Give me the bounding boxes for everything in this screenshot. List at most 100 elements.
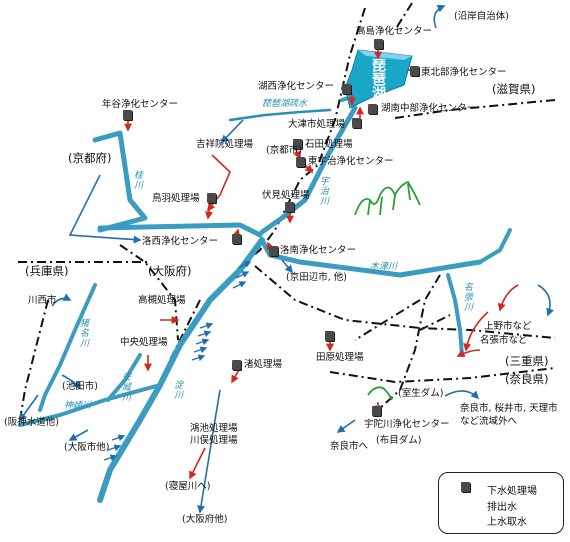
plant-kisshoin-label: 吉祥院処理場 [196,139,254,150]
legend-row-plant: 下水処理場 [447,481,557,497]
place-nara-list-1-label: 奈良市, 桜井市, 天理市 [460,403,558,414]
intake-kyoto-canal [220,119,244,144]
plant-kosei-label: 湖西浄化センター [258,81,335,92]
plant-kawamata-label: 川俣処理場 [190,435,238,446]
plant-toba-icon [207,193,216,203]
discharge-nagisa [231,367,241,384]
katsura-river [92,130,148,233]
river-katsura-label: 桂川 [132,170,142,190]
intake-kyotanabe [281,259,294,274]
plant-uda-icon [372,406,381,416]
place-osaka-city-label: (大阪市他) [64,442,110,453]
plant-rakusai-label: 洛西浄化センター [142,236,219,247]
yodo-intake-ticks [103,261,252,462]
intake-nara-city [336,419,356,433]
plant-otsu-icon [352,118,361,128]
place-hanshin-label: (阪神水道他) [4,417,59,428]
place-osaka-pref-label: (大阪府他) [182,514,228,525]
katsura-main [97,222,263,238]
plant-toba-label: 鳥羽処理場 [152,193,200,204]
pref-shiga-label: (滋賀県) [492,82,536,96]
mountains [354,180,421,401]
pref-hyogo-label: (兵庫県) [25,264,69,278]
river-kanzaki-label: 神崎川 [64,401,92,411]
discharge-ishida [293,147,301,160]
intake-kawanishi [51,293,72,307]
discharge-nabari-1 [463,311,489,352]
pref-nara-label: (奈良県) [505,372,549,386]
discharge-neya [189,447,206,480]
plant-konan-icon [368,104,377,114]
intake-ueno [537,284,554,317]
place-muro-dam-label: (室生ダム) [398,388,444,399]
pref-mie-label: (三重県) [505,354,549,368]
lake-biwa-label: 琵琶湖 [370,58,386,100]
plant-takatsuki-label: 高槻処理場 [138,295,186,306]
boundary-kyoto-osaka [119,244,179,341]
plant-nenya-label: 年谷浄化センター [102,99,179,110]
discharge-nabari-2 [497,284,519,312]
boundary-southwest [354,299,421,341]
ina-river [38,283,97,412]
plant-fushimi-icon [285,202,294,212]
intake-osaka-pref [197,389,221,514]
discharge-mie [456,349,481,357]
plant-chuo-label: 中央処理場 [120,337,168,348]
plant-higashiuji-icon [296,157,305,167]
boundary-mie-north [419,314,451,331]
legend-plant-label: 下水処理場 [487,486,537,497]
plant-kosei-icon [342,84,351,94]
place-kawanishi-label: 川西市 [28,295,57,306]
mountain-range-1-lines [367,183,411,216]
place-hirachi-dam-label: (布目ダム) [376,435,422,446]
lake-biwa-shade [358,50,412,60]
intake-kyoto [68,174,142,244]
place-engan-label: (沿岸自治体) [454,11,509,22]
intake-arrows [19,4,554,514]
boundary-mie-nara [377,274,441,411]
plant-rakunan-icon [269,246,278,256]
boundary-osaka-nara [169,299,201,361]
yodo-river [97,237,265,503]
legend-row-discharge: 排出水 [447,497,557,513]
plant-kounoike-label: 鴻池処理場 [190,423,238,434]
plant-takashima-label: 高島浄化センター [356,26,433,37]
legend: 下水処理場 排出水 上水取水 [438,472,564,534]
place-neya-label: (寝屋川へ) [165,481,211,492]
legend-plant-icon [461,482,470,492]
kanzaki-river [18,383,162,427]
intake-ikeda [61,374,82,390]
place-ikeda-label: (池田市) [62,381,98,392]
plant-otsu-label: 大津市処理場 [288,119,346,130]
yasu-river [106,353,142,402]
discharge-toba [205,204,213,220]
river-canal-label: 琵琶湖疏水 [262,99,308,109]
plant-tawara-label: 田原処理場 [316,352,364,363]
mountain-range-1 [354,180,421,216]
plant-higashiuji-label: 東宇治浄化センター [308,156,394,167]
place-ueno-label: 上野市など [484,321,532,332]
uji-river [259,105,358,235]
plant-takashima-icon [374,39,383,49]
plant-tohokubu-icon [410,66,419,76]
intake-hanshin [19,394,39,422]
place-kyotanabe-label: (京田辺市, 他) [286,272,347,283]
pref-osaka-label: (大阪府) [148,264,192,278]
plant-ishida-label: 石田処理場 [305,139,353,150]
river-yodo-label: 淀川 [172,380,182,400]
place-nabari-label: 名張市など [480,335,528,346]
intake-osaka-city [68,429,89,441]
river-kizu-label: 木津川 [370,262,398,272]
boundary-kyoto-shiga [247,7,366,261]
legend-discharge-label: 排出水 [487,502,517,513]
kizu-upper [478,228,512,264]
plant-tawara-icon [325,331,334,341]
river-ina-label: 猪名川 [78,318,88,348]
plant-tohokubu-label: 東北部浄化センター [421,67,507,78]
nabari-river [446,273,464,357]
plant-uda-label: 宇陀川浄化センター [364,419,450,430]
lake-biwa [344,49,413,109]
river-nabari-label: 名張川 [462,282,472,312]
rivers [18,86,512,503]
